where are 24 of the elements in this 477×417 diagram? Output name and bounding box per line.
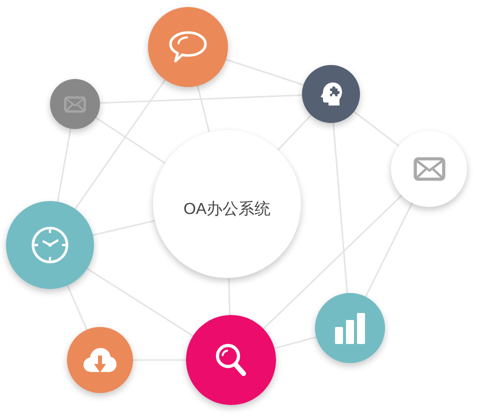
connector-line <box>56 128 72 202</box>
node-label: OA办公系统 <box>183 200 271 220</box>
connector-line <box>277 114 312 151</box>
icon-circle <box>6 201 94 289</box>
icon-circle <box>50 79 100 129</box>
connector-line <box>86 268 194 337</box>
connector-line <box>364 202 413 298</box>
icon-circle <box>148 7 228 87</box>
icon-circle <box>67 327 133 393</box>
connector-line <box>332 122 348 294</box>
connector-line <box>196 86 210 132</box>
connector-line <box>92 220 156 236</box>
icon-circle <box>315 293 385 363</box>
icon-circle <box>391 131 467 207</box>
connector-line <box>274 336 316 350</box>
connector-line <box>66 285 88 330</box>
connector-line <box>262 194 402 330</box>
icon-circle <box>186 315 276 405</box>
connector-line <box>95 117 166 164</box>
connector-line <box>226 58 304 86</box>
connector-line <box>100 94 302 104</box>
icon-circle <box>302 65 360 123</box>
connector-line <box>74 79 166 210</box>
connector-line <box>354 111 400 146</box>
